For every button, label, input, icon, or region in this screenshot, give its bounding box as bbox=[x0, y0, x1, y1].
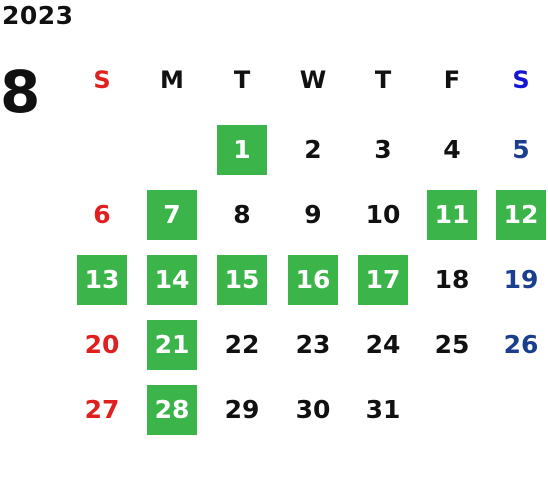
calendar-day[interactable]: 9 bbox=[304, 200, 322, 229]
calendar-day[interactable]: 6 bbox=[93, 200, 111, 229]
calendar-day-highlighted[interactable]: 1 bbox=[217, 125, 267, 175]
calendar-day[interactable]: 5 bbox=[512, 135, 530, 164]
calendar-day-highlighted[interactable]: 15 bbox=[217, 255, 267, 305]
calendar-day-highlighted[interactable]: 16 bbox=[288, 255, 338, 305]
calendar-day[interactable]: 30 bbox=[295, 395, 331, 424]
weekday-header: W bbox=[299, 66, 327, 94]
calendar-day[interactable]: 8 bbox=[233, 200, 251, 229]
weekday-header: S bbox=[512, 66, 530, 94]
calendar-day[interactable]: 23 bbox=[295, 330, 331, 359]
calendar-day[interactable]: 26 bbox=[503, 330, 539, 359]
weekday-header: T bbox=[374, 66, 392, 94]
weekday-header: F bbox=[443, 66, 461, 94]
calendar-day-highlighted[interactable]: 7 bbox=[147, 190, 197, 240]
calendar-day[interactable]: 27 bbox=[84, 395, 120, 424]
calendar-day[interactable]: 20 bbox=[84, 330, 120, 359]
calendar-day[interactable]: 3 bbox=[374, 135, 392, 164]
weekday-header: T bbox=[233, 66, 251, 94]
weekday-header: S bbox=[93, 66, 111, 94]
calendar-day-highlighted[interactable]: 14 bbox=[147, 255, 197, 305]
calendar-day-highlighted[interactable]: 21 bbox=[147, 320, 197, 370]
calendar-day[interactable]: 2 bbox=[304, 135, 322, 164]
calendar-day[interactable]: 31 bbox=[365, 395, 401, 424]
calendar-day-highlighted[interactable]: 11 bbox=[427, 190, 477, 240]
calendar-day[interactable]: 24 bbox=[365, 330, 401, 359]
calendar-day-highlighted[interactable]: 28 bbox=[147, 385, 197, 435]
calendar-day[interactable]: 10 bbox=[365, 200, 401, 229]
calendar-day-highlighted[interactable]: 13 bbox=[77, 255, 127, 305]
calendar-day[interactable]: 19 bbox=[503, 265, 539, 294]
calendar-day[interactable]: 18 bbox=[434, 265, 470, 294]
calendar-day[interactable]: 29 bbox=[224, 395, 260, 424]
weekday-header: M bbox=[160, 66, 184, 94]
calendar-day-highlighted[interactable]: 12 bbox=[496, 190, 546, 240]
calendar-day[interactable]: 22 bbox=[224, 330, 260, 359]
calendar-day[interactable]: 25 bbox=[434, 330, 470, 359]
calendar-day[interactable]: 4 bbox=[443, 135, 461, 164]
calendar-day-highlighted[interactable]: 17 bbox=[358, 255, 408, 305]
calendar-year: 2023 bbox=[2, 1, 74, 30]
calendar-month: 8 bbox=[0, 58, 41, 126]
